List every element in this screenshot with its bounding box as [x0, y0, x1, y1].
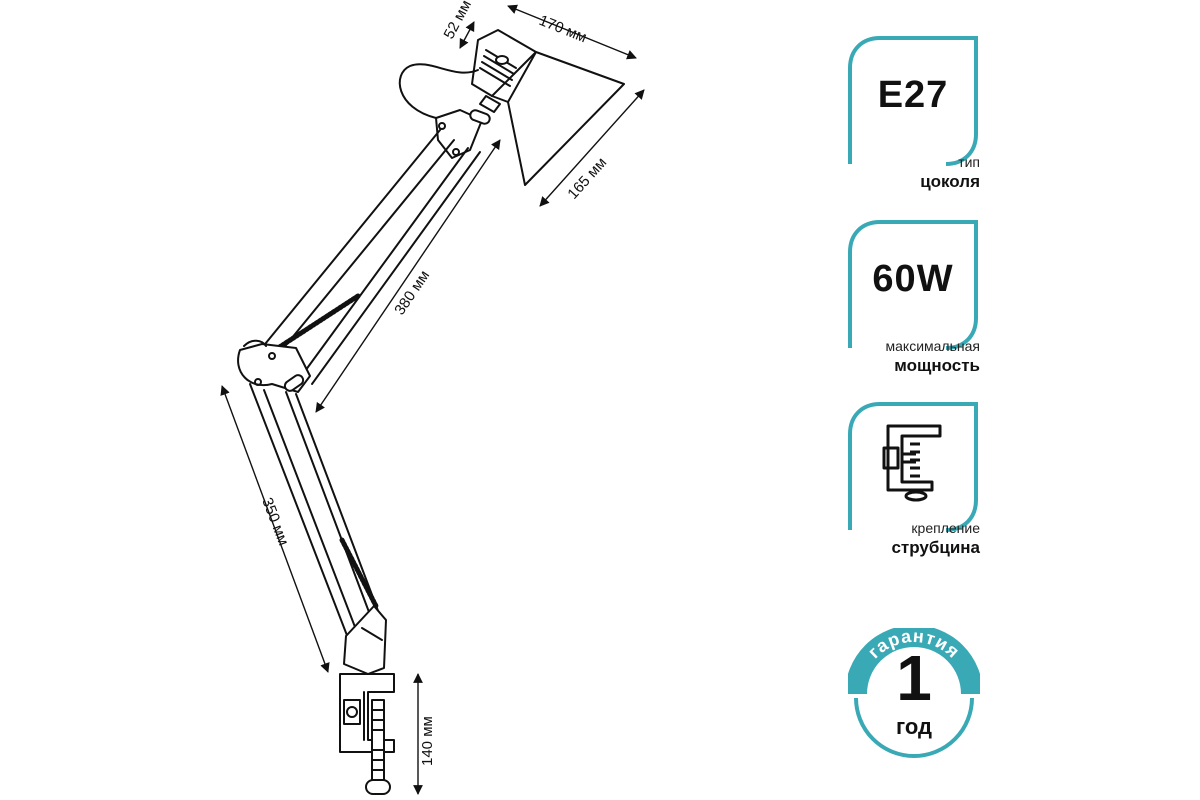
feature-max-power: 60W максимальная мощность	[848, 220, 980, 375]
feature-socket-type: E27 тип цоколя	[848, 36, 980, 191]
max-power-value: 60W	[872, 258, 954, 300]
dim-label-upper-arm: 380 мм	[391, 267, 433, 318]
max-power-caption-1: максимальная	[885, 338, 981, 354]
dim-line-shade-length	[507, 4, 637, 60]
dim-label-shade-diameter: 165 мм	[564, 154, 610, 202]
mount-type-caption-1: крепление	[911, 520, 980, 536]
dim-label-clamp: 140 мм	[419, 716, 436, 766]
dim-line-shade-diameter	[539, 89, 645, 207]
feature-frame	[848, 220, 978, 350]
warranty-ring: гарантия	[848, 628, 980, 758]
dim-label-lower-arm: 350 мм	[258, 495, 292, 548]
dim-label-neck: 52 мм	[441, 0, 475, 42]
feature-mount-type: крепление струбцина	[848, 402, 980, 557]
socket-type-caption-2: цоколя	[920, 172, 980, 191]
feature-frame	[848, 36, 978, 166]
base-joint	[343, 605, 387, 675]
feature-frame	[848, 402, 978, 532]
warranty-badge: гарантия 1 год	[848, 628, 980, 760]
mount-type-caption-2: струбцина	[891, 538, 980, 557]
warranty-unit: год	[896, 714, 932, 739]
socket-type-caption-1: тип	[958, 154, 980, 170]
lamp-diagram: 52 мм 170 мм 165 мм 380 мм 350 мм 140 мм	[220, 0, 645, 795]
dim-line-upper-arm	[315, 139, 501, 413]
socket-type-value: E27	[877, 74, 949, 116]
clamp-icon	[882, 424, 942, 502]
dim-line-lower-arm	[220, 385, 330, 673]
dim-line-neck	[459, 21, 475, 49]
warranty-number: 1	[896, 642, 932, 714]
table-clamp	[339, 673, 395, 795]
max-power-caption-2: мощность	[894, 356, 980, 375]
power-cable	[398, 63, 479, 119]
elbow-joint	[237, 339, 311, 393]
dim-label-shade-length: 170 мм	[537, 12, 590, 46]
